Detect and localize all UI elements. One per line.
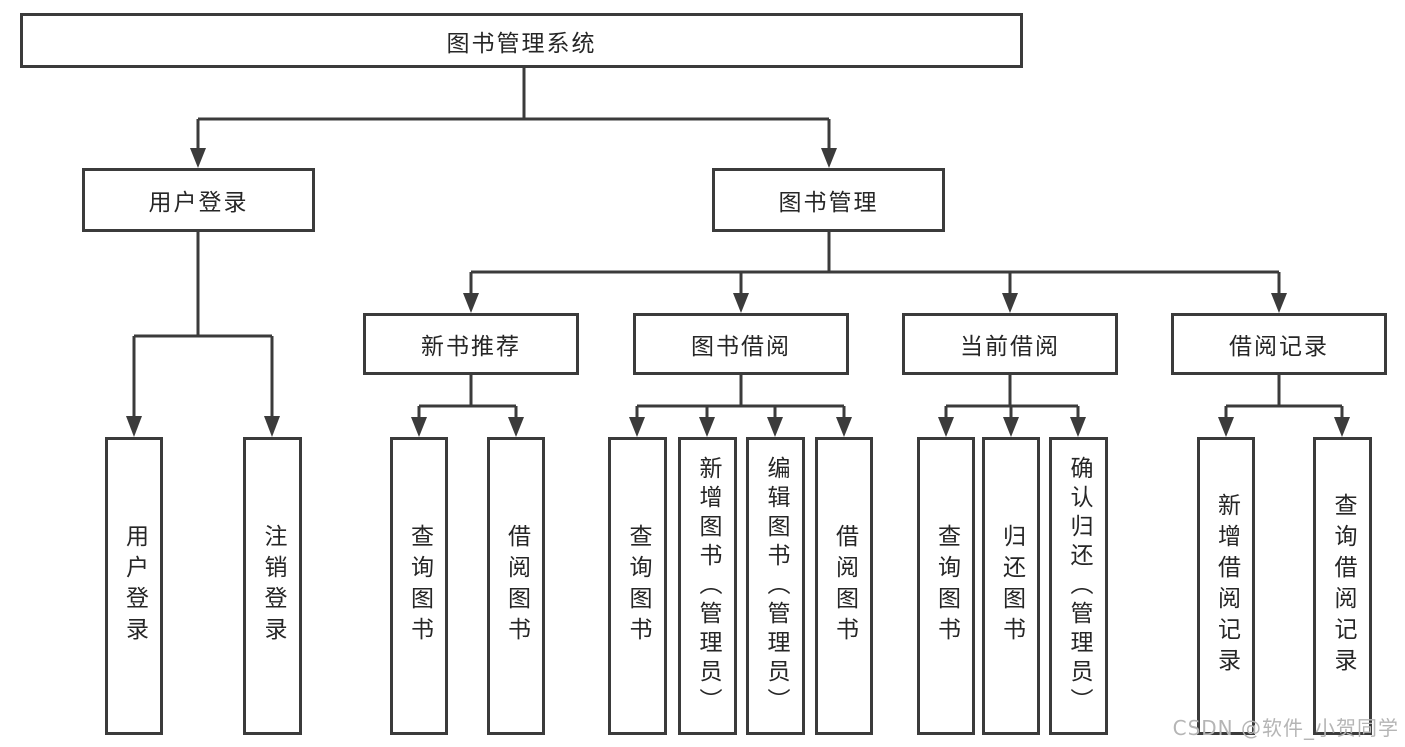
arrowheads (126, 148, 1350, 437)
node-edit-books-admin: 编辑图书（管理员） (746, 437, 805, 735)
node-query-borrow-record: 查询借阅记录 (1313, 437, 1372, 735)
node-label: 新书推荐 (421, 334, 521, 360)
node-label: 图书管理 (778, 190, 879, 216)
node-user-login: 用户登录 (105, 437, 163, 735)
node-label: 借阅记录 (1229, 334, 1329, 360)
node-book-management: 图书管理 (712, 168, 945, 232)
node-borrowing-records: 借阅记录 (1171, 313, 1387, 375)
node-label: 图书管理系统 (446, 30, 597, 57)
node-label: 新增图书（管理员） (695, 455, 721, 717)
node-label: 借阅图书 (503, 524, 530, 648)
node-query-books-current: 查询图书 (917, 437, 975, 735)
node-label: 注销登录 (260, 524, 286, 648)
node-label: 用户登录 (121, 524, 148, 648)
node-label: 查询图书 (933, 524, 960, 648)
node-label: 查询借阅记录 (1330, 493, 1356, 679)
node-logout-login: 注销登录 (243, 437, 302, 735)
node-label: 当前借阅 (960, 334, 1060, 360)
node-add-books-admin: 新增图书（管理员） (678, 437, 737, 735)
node-current-borrowing: 当前借阅 (902, 313, 1118, 375)
node-label: 查询图书 (625, 524, 651, 648)
node-borrow-books-borrowing: 借阅图书 (815, 437, 873, 735)
node-query-books-recommend: 查询图书 (390, 437, 448, 735)
node-label: 归还图书 (998, 524, 1025, 648)
node-label: 查询图书 (406, 524, 433, 648)
node-confirm-return-admin: 确认归还（管理员） (1049, 437, 1108, 735)
node-label: 图书借阅 (691, 334, 791, 360)
node-label: 编辑图书（管理员） (763, 455, 789, 717)
node-query-books-borrowing: 查询图书 (608, 437, 667, 735)
node-label: 新增借阅记录 (1213, 493, 1240, 679)
node-library-management-system: 图书管理系统 (20, 13, 1023, 68)
node-label: 确认归还（管理员） (1066, 455, 1092, 717)
node-label: 用户登录 (148, 190, 249, 216)
node-label: 借阅图书 (831, 524, 858, 648)
node-user-login-branch: 用户登录 (82, 168, 315, 232)
node-return-books: 归还图书 (982, 437, 1040, 735)
node-new-book-recommend: 新书推荐 (363, 313, 579, 375)
node-add-borrow-record: 新增借阅记录 (1197, 437, 1255, 735)
node-book-borrowing: 图书借阅 (633, 313, 849, 375)
csdn-watermark: CSDN @软件_小贺同学 (1172, 716, 1399, 740)
node-borrow-books-recommend: 借阅图书 (487, 437, 545, 735)
